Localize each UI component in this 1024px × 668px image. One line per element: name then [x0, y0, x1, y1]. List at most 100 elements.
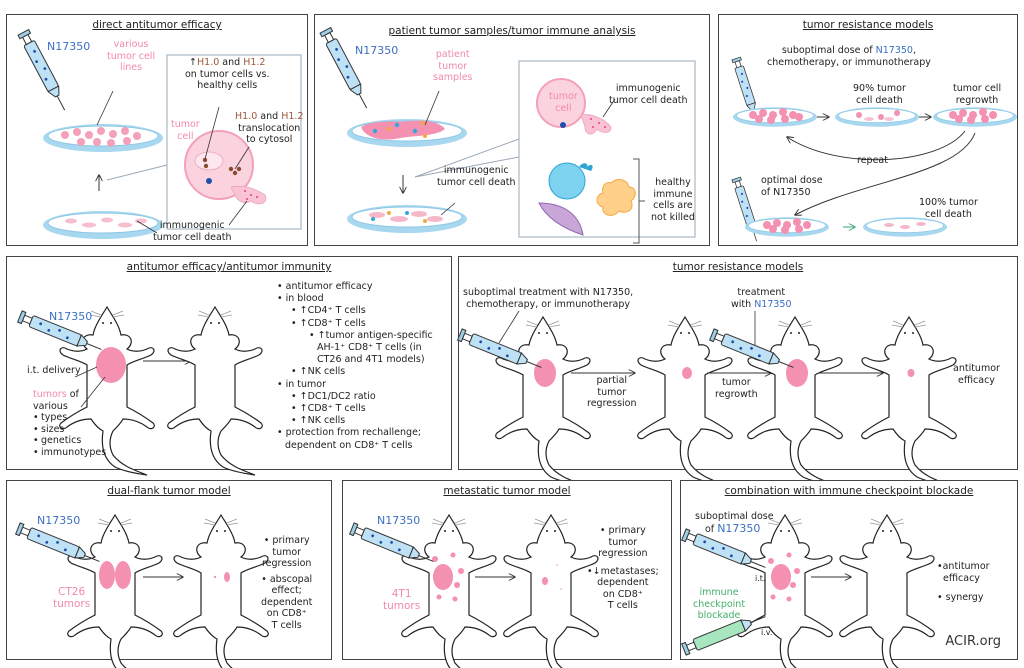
icd-label: tumor cell death	[609, 94, 688, 106]
drug-label: N17350	[355, 44, 399, 57]
immune-cell-icon	[548, 162, 586, 200]
tumor-cell-label: tumor	[171, 119, 200, 130]
h12-label: H1.2	[243, 57, 266, 68]
optimal-dose-label: optimal dose	[761, 175, 823, 186]
result-text: primary	[608, 525, 646, 536]
checkpoint-syringe-icon	[680, 616, 766, 656]
conjunction: and	[222, 57, 241, 68]
tumor-cells-icon	[61, 127, 141, 147]
ct26-label: CT26	[58, 586, 86, 598]
partial-regression-label: partial	[596, 375, 628, 386]
label-text: chemotherapy, or immunotherapy	[767, 56, 931, 68]
delivery-label: i.t. delivery	[27, 365, 81, 376]
tumor-icon	[433, 564, 453, 590]
resistance-dish-illustration	[731, 56, 1018, 243]
cell-lines-label: lines	[119, 62, 143, 73]
ct26-label: tumors	[53, 597, 91, 610]
cell-lines-label: various	[113, 39, 149, 50]
partial-regression-label: regression	[587, 398, 637, 409]
tumor-icon	[213, 575, 217, 579]
metastases-icon	[432, 552, 464, 602]
it-label: i.t.	[755, 574, 766, 583]
repeat-label: repeat	[857, 155, 888, 166]
4t1-label: 4T1	[391, 588, 412, 600]
drug-label: N17350	[754, 298, 792, 310]
suboptimal-treatment-label: suboptimal treatment with N17350,	[463, 287, 634, 298]
treatment-label: treatment with N17350	[731, 287, 792, 310]
combination-illustration	[680, 514, 935, 668]
histone-upregulation-note: ↑H1.0 and H1.2 on tumor cells vs. health…	[185, 57, 270, 92]
immune-cell-icon	[538, 202, 584, 236]
mouse-icon	[861, 316, 957, 486]
metastases-icon	[768, 552, 800, 602]
panel-metastatic: metastatic tumor model N17350 4T1 tumors…	[342, 480, 672, 668]
syringe-icon	[319, 27, 373, 112]
result-item: • ↑DC1/DC2 ratio	[291, 390, 376, 402]
tumor-icon	[224, 572, 230, 582]
result-item: dependent on CD8⁺ T cells	[285, 439, 413, 451]
healthy-cells-label: healthy	[655, 177, 691, 188]
result-text: T cells	[607, 600, 638, 611]
panel-title: tumor resistance models	[672, 261, 804, 273]
result-text: effect;	[271, 585, 302, 596]
samples-label: samples	[433, 72, 473, 83]
h10-label: H1.0	[197, 57, 220, 68]
healthy-cells-label: cells are	[653, 200, 693, 211]
optimal-dose-label: of N17350	[761, 186, 811, 198]
tumor-icon	[786, 359, 808, 387]
result-item: • ↑CD4⁺ T cells	[291, 305, 366, 317]
combo-results: •antitumor efficacy • synergy	[937, 561, 990, 603]
tumor-icon	[99, 561, 115, 589]
resistance-mouse-illustration	[457, 310, 957, 486]
result-item: • protection from rechallenge;	[277, 427, 422, 439]
immunity-illustration	[17, 306, 263, 476]
tumors-label: tumors	[33, 389, 67, 400]
result-item: • ↑tumor antigen-specific	[309, 329, 433, 341]
tumor-properties-list: types sizes genetics immunotypes	[33, 412, 106, 458]
samples-label: patient	[435, 49, 470, 60]
mouse-icon	[173, 514, 269, 668]
drug-label: N17350	[37, 514, 81, 527]
tumor-types-note: tumors of various types sizes genetics i…	[33, 389, 106, 458]
icd-label: tumor cell death	[437, 176, 516, 188]
mouse-icon	[495, 316, 591, 486]
combo-dose-label: suboptimal dose of N17350	[695, 511, 774, 535]
mouse-icon	[637, 316, 733, 486]
meta-results: • primary tumor regression •↓metastases;…	[587, 525, 659, 611]
result-text: tumor	[608, 536, 638, 548]
result-item: • ↑NK cells	[291, 415, 346, 427]
icb-label: checkpoint	[693, 598, 746, 610]
immune-cell-icon	[596, 179, 636, 216]
death-90-label: cell death	[856, 94, 903, 106]
up-arrow-icon: ↑	[189, 57, 197, 68]
arrow-icon	[795, 132, 976, 215]
result-item: • ↑NK cells	[291, 366, 346, 378]
result-text: antitumor	[942, 561, 990, 572]
label-text: of	[705, 523, 718, 535]
tumor-icon	[682, 367, 692, 379]
regrowth-label: regrowth	[715, 388, 758, 400]
4t1-label: tumors	[383, 599, 421, 612]
note-line: on tumor cells vs.	[185, 68, 270, 80]
tumor-icon	[96, 347, 126, 383]
result-text: regression	[598, 548, 648, 559]
conjunction: and	[260, 111, 279, 122]
regrowth-label: regrowth	[955, 94, 999, 106]
drug-label: N17350	[47, 40, 91, 53]
result-item: • in blood	[277, 293, 324, 305]
dual-results: • primary tumor regression • abscopal ef…	[261, 535, 313, 631]
result-item: • ↑CD8⁺ T cells	[291, 403, 366, 415]
patient-illustration	[319, 27, 696, 244]
regrowth-label: tumor cell	[953, 83, 1002, 94]
drug-label: N17350	[49, 310, 93, 323]
panel-title: antitumor efficacy/antitumor immunity	[126, 261, 332, 273]
death-90-label: 90% tumor	[853, 83, 906, 94]
list-item: immunotypes	[33, 447, 106, 459]
result-text: dependent	[597, 577, 649, 588]
bracket-icon	[633, 158, 645, 244]
suboptimal-dose-label: suboptimal dose of N17350, chemotherapy,…	[767, 45, 931, 68]
result-item: CT26 and 4T1 models)	[317, 354, 425, 366]
acir-logo[interactable]: ACIR.org	[945, 634, 1001, 649]
mouse-icon	[747, 316, 843, 486]
icb-label: immune	[699, 587, 739, 598]
